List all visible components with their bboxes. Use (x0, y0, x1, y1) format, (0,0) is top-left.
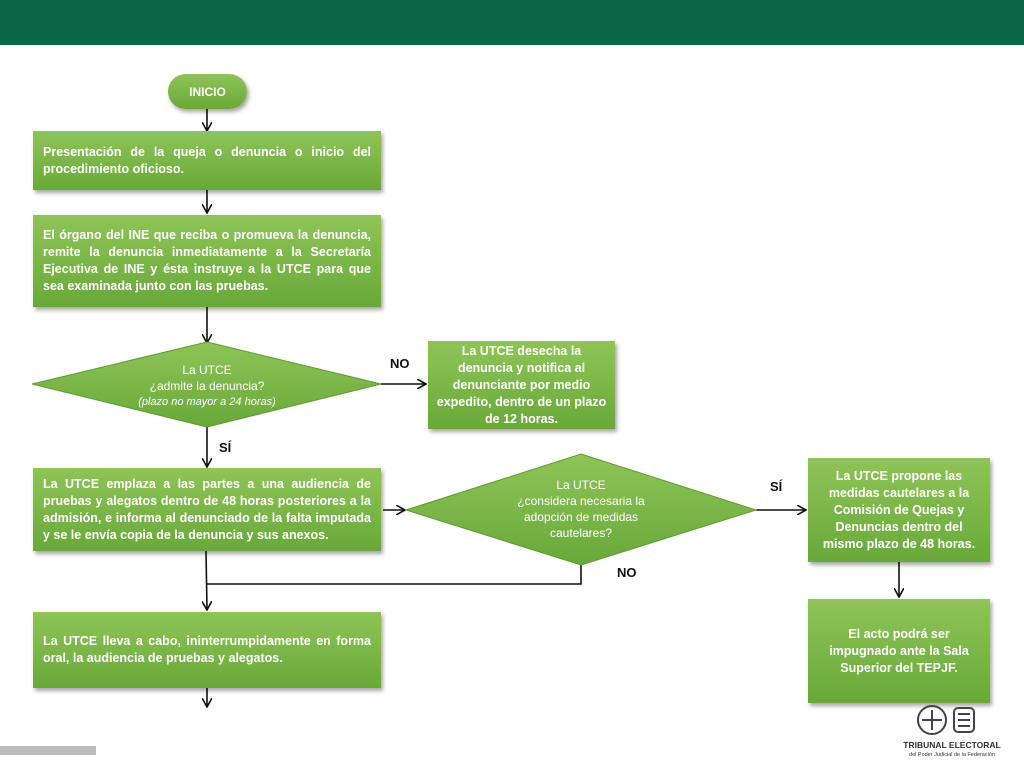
appeal-box: El acto podrá ser impugnado ante la Sala… (808, 599, 990, 703)
decision-cautelares-diamond (404, 453, 758, 566)
si-label-cautelares: SÍ (770, 479, 783, 494)
step-emplaza-box: La UTCE emplaza a las partes a una audie… (33, 468, 381, 551)
no-label-cautelares: NO (617, 565, 637, 580)
arrow-step3-to-step4 (206, 550, 207, 610)
logo-subtitle: del Poder Judicial de la Federación (909, 752, 995, 758)
decision-cautelares-line2: ¿considera necesaria la adopción de medi… (517, 494, 645, 540)
tribunal-logo: TRIBUNAL ELECTORAL del Poder Judicial de… (896, 702, 1008, 764)
no-label-admite: NO (390, 356, 410, 371)
step-audiencia-box: La UTCE lleva a cabo, ininterrumpidament… (33, 612, 381, 688)
decision-admite-note: (plazo no mayor a 24 horas) (138, 396, 276, 408)
decision-cautelares-line1: La UTCE (556, 478, 606, 492)
reject-box: La UTCE desecha la denuncia y notifica a… (428, 341, 615, 429)
decision-admite-text: La UTCE ¿admite la denuncia? (plazo no m… (107, 362, 307, 410)
measures-box: La UTCE propone las medidas cautelares a… (808, 458, 990, 562)
footer-accent-bar (0, 746, 96, 755)
si-label-admite: SÍ (219, 440, 232, 455)
start-node: INICIO (168, 74, 247, 109)
decision-admite-diamond (31, 341, 382, 428)
reject-text: La UTCE desecha la denuncia y notifica a… (436, 343, 607, 426)
line-decision2-no (207, 563, 582, 585)
decision-admite-line2: ¿admite la denuncia? (149, 379, 265, 393)
step-emplaza-text: La UTCE emplaza a las partes a una audie… (43, 476, 371, 542)
start-label: INICIO (189, 84, 226, 99)
logo-name: TRIBUNAL ELECTORAL (903, 740, 1001, 750)
step-presentation-box: Presentación de la queja o denuncia o in… (33, 131, 381, 190)
tribunal-emblem-icon (917, 705, 975, 735)
appeal-text: El acto podrá ser impugnado ante la Sala… (829, 626, 969, 675)
decision-cautelares-text: La UTCE ¿considera necesaria la adopción… (496, 477, 666, 541)
step-remit-text: El órgano del INE que reciba o promueva … (43, 228, 371, 293)
step-presentation-text: Presentación de la queja o denuncia o in… (43, 144, 371, 176)
step-audiencia-text: La UTCE lleva a cabo, ininterrumpidament… (43, 634, 371, 665)
header-bar (0, 0, 1024, 45)
decision-admite-line1: La UTCE (182, 363, 232, 377)
measures-text: La UTCE propone las medidas cautelares a… (822, 468, 976, 551)
step-remit-box: El órgano del INE que reciba o promueva … (33, 215, 381, 307)
